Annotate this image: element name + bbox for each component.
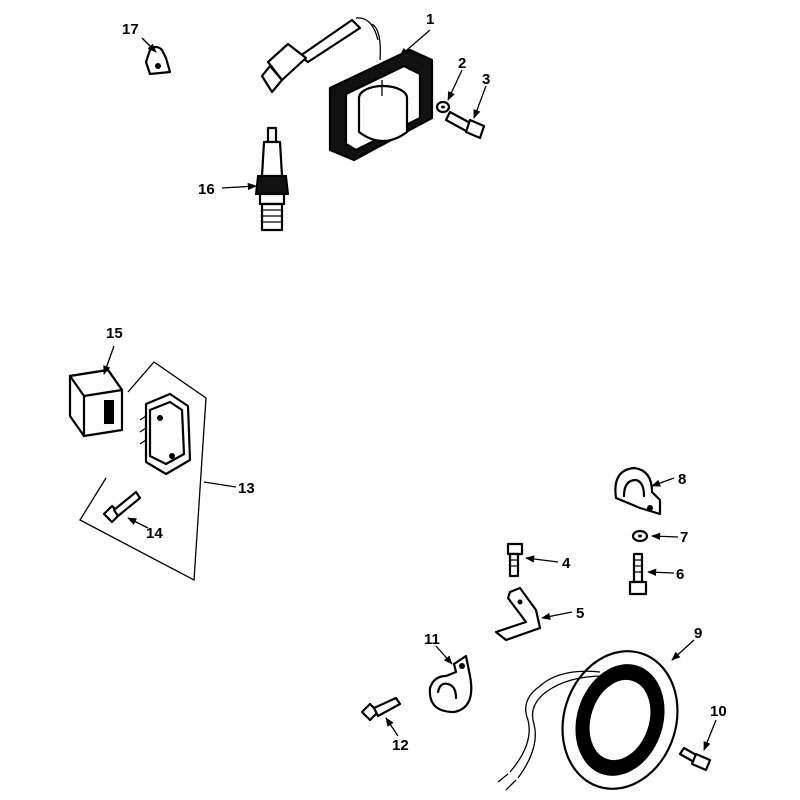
part-7-washer <box>631 529 649 543</box>
callout-11: 11 <box>424 631 440 648</box>
callout-17: 17 <box>122 21 139 38</box>
part-15-module <box>68 368 124 438</box>
part-12-bolt <box>360 696 402 722</box>
callout-2: 2 <box>458 55 466 72</box>
callout-16: 16 <box>198 181 215 198</box>
part-3-bolt <box>444 110 486 140</box>
part-17-clip <box>144 45 172 76</box>
part-10-bolt <box>678 746 712 772</box>
callout-1: 1 <box>426 11 434 28</box>
part-5-bracket <box>494 586 542 642</box>
callout-4: 4 <box>562 555 571 572</box>
part-1-ignition-coil <box>260 17 434 162</box>
callout-12: 12 <box>392 737 409 754</box>
part-11-clamp <box>428 654 473 714</box>
part-13-regulator <box>139 392 192 476</box>
assembly-bracket-13 <box>79 361 207 582</box>
part-16-spark-plug <box>254 126 290 232</box>
part-14-screw <box>102 490 142 524</box>
callout-15: 15 <box>106 325 123 342</box>
callout-7: 7 <box>680 529 688 546</box>
callout-6: 6 <box>676 566 684 583</box>
leader-lines <box>103 29 717 751</box>
part-4-bolt <box>506 542 524 578</box>
callout-14: 14 <box>146 525 163 542</box>
callout-5: 5 <box>576 605 584 622</box>
callout-9: 9 <box>694 625 702 642</box>
part-6-bolt <box>628 552 648 596</box>
part-2-washer <box>435 100 451 114</box>
part-8-clamp <box>614 466 662 516</box>
callout-8: 8 <box>678 471 686 488</box>
callout-10: 10 <box>710 703 727 720</box>
part-9-stator <box>497 650 679 791</box>
callout-13: 13 <box>238 480 255 497</box>
callout-3: 3 <box>482 71 490 88</box>
